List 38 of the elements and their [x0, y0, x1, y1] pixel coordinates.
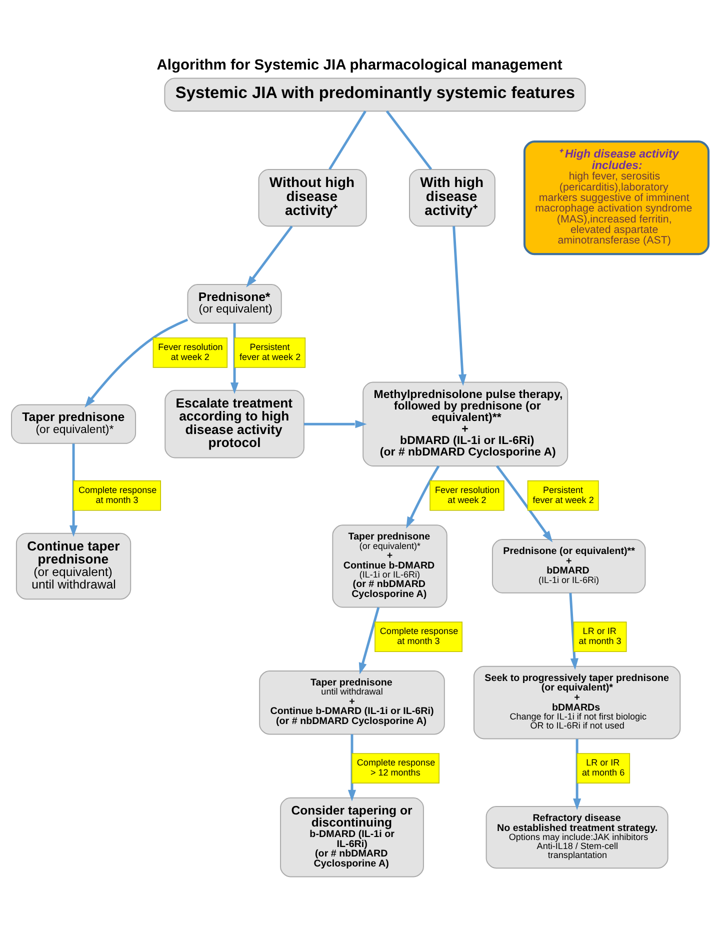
connector: [386, 110, 432, 170]
node-box: Escalate treatment according to high disease activity protocol: [164, 389, 304, 458]
arrow: [573, 738, 582, 810]
node-box: Seek to progressively taper prednisone (or equivalent)* + bDMARDs Change for IL-1i if not first biologic OR to IL-6Ri if not used: [473, 665, 681, 739]
node-box: Taper prednisone (or equivalent)*: [11, 404, 136, 444]
node-box: ⁺ High disease activity includes: high fever, serositis (pericarditis),laboratory markers suggestive of imminent macrophage activation syndrome (MAS),increased ferritin, elevated aspartate aminotransferase (AST): [523, 140, 710, 255]
node-box: Taper prednisone until withdrawal + Continue b-DMARD (IL-1i or IL-6Ri) (or # nbDMARD Cyclosporine A): [259, 670, 445, 734]
node-box: Taper prednisone (or equivalent)* + Continue b-DMARD (IL-1i or IL-6Ri) (or # nbDMARD Cyclosporine A): [332, 524, 448, 608]
edge-label: Complete response at month 3: [78, 484, 157, 504]
node-box: Without high disease activity⁺: [258, 168, 367, 226]
edge-label: Persistent fever at week 2: [239, 342, 301, 362]
arrow: [69, 443, 78, 536]
arrow: [246, 225, 293, 287]
node-box: Consider tapering or discontinuing b-DMARD (IL-1i or IL-6Ri) (or # nbDMARD Cyclosporine A): [280, 796, 424, 877]
edge-label: LR or IR at month 6: [582, 757, 625, 778]
arrow: [406, 464, 440, 528]
edge-label: Fever resolution at week 2: [158, 342, 223, 362]
arrow: [569, 592, 578, 670]
diagram-title: Algorithm for Systemic JIA pharmacological management: [156, 57, 562, 74]
arrow: [348, 734, 356, 801]
connector: [328, 110, 366, 170]
node-box: Systemic JIA with predominantly systemic features: [164, 77, 586, 112]
node-box: Prednisone* (or equivalent): [187, 283, 282, 324]
node-box: Methylprednisolone pulse therapy, followed by prednisone (or equivalent)** + bDMARD (IL-1i or IL-6Ri) (or # nbDMARD Cyclosporine A): [362, 381, 568, 466]
node-box: Refractory disease No established treatment strategy. Options may include:JAK inhibitors Anti-IL18 / Stem-cell transplantation: [486, 805, 668, 868]
arrow: [452, 226, 467, 386]
arrow: [358, 606, 380, 674]
arrow: [304, 420, 367, 428]
edge-label: Persistent fever at week 2: [532, 484, 594, 504]
edge-label: LR or IR at month 3: [578, 626, 622, 646]
edge-label: Fever resolution at week 2: [434, 484, 500, 504]
node-box: Continue taper prednisone (or equivalent) until withdrawal: [16, 532, 132, 600]
node-box: With high disease activity⁺: [409, 168, 496, 226]
edge-label: Complete response at month 3: [380, 626, 458, 646]
arrow: [230, 322, 239, 394]
edge-label: Complete response > 12 months: [356, 757, 436, 778]
node-box: Prednisone (or equivalent)** + bDMARD (IL-1i or IL-6Ri): [492, 538, 646, 593]
arrow: [84, 318, 188, 408]
